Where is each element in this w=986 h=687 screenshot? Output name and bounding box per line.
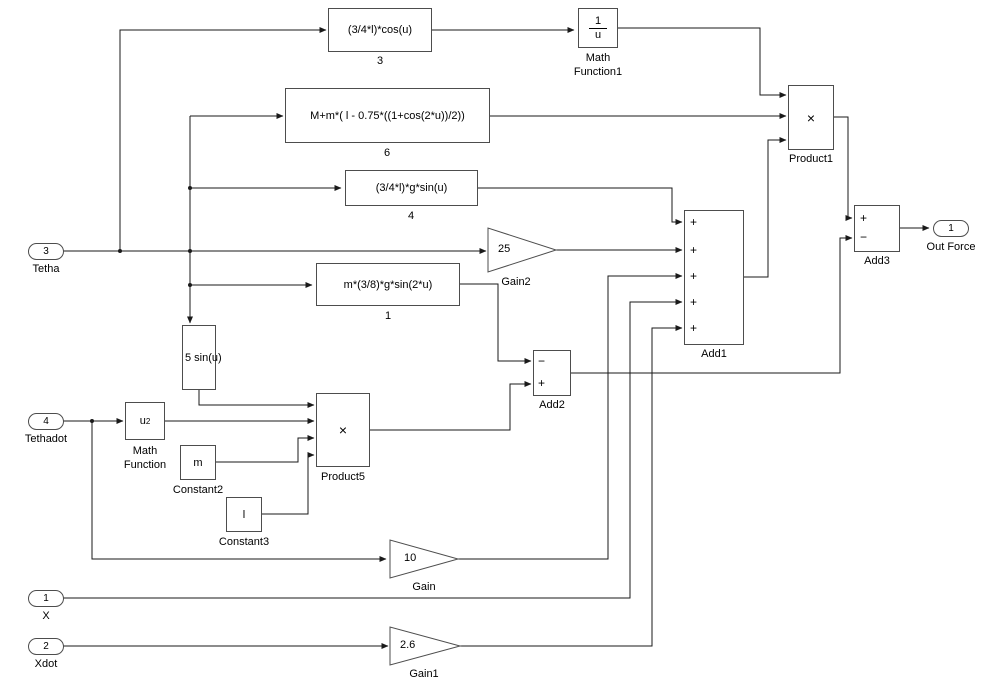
junction-dot: [118, 249, 122, 253]
gain1-triangle[interactable]: [389, 626, 462, 666]
add1-sign-4: +: [690, 295, 698, 309]
constant3-value: l: [242, 508, 246, 521]
inport-tethadot-number: 4: [43, 416, 49, 427]
junction-dots: [90, 186, 192, 423]
fraction-numerator: 1: [594, 14, 602, 27]
product5-name: Product5: [320, 471, 366, 483]
junction-dot: [188, 249, 192, 253]
wire: [119, 27, 327, 251]
inport-x[interactable]: 1: [28, 590, 64, 607]
fcn-block-3-text: (3/4*l)*cos(u): [347, 24, 413, 36]
gain2-triangle[interactable]: [487, 227, 558, 273]
inport-xdot-label: Xdot: [34, 658, 58, 670]
wire: [458, 273, 683, 560]
gain2-value: 25: [498, 243, 511, 255]
gain1-name: Gain1: [409, 668, 439, 680]
fcn-block-1-name: 1: [384, 310, 392, 322]
add1-sign-1: +: [690, 215, 698, 229]
constant3-block[interactable]: l: [226, 497, 262, 532]
inport-tetha[interactable]: 3: [28, 243, 64, 260]
add3-sign-2: −: [860, 230, 868, 244]
wire: [262, 452, 315, 515]
outport-out-force-label: Out Force: [926, 241, 976, 253]
square-exponent: 2: [145, 416, 151, 426]
wires[interactable]: [62, 27, 930, 649]
inport-tethadot-label: Tethadot: [24, 433, 68, 445]
add3-name: Add3: [864, 255, 890, 267]
fcn-block-4-name: 4: [407, 210, 415, 222]
add1-block[interactable]: + + + + +: [684, 210, 744, 345]
outport-out-force-number: 1: [948, 223, 954, 234]
inport-x-number: 1: [43, 593, 49, 604]
fcn-block-3[interactable]: (3/4*l)*cos(u): [328, 8, 432, 52]
gain2-name: Gain2: [501, 276, 531, 288]
add1-sign-2: +: [690, 243, 698, 257]
sin-fcn-block[interactable]: 5 sin(u): [182, 325, 222, 390]
wire: [571, 235, 853, 374]
product1-symbol: ×: [806, 109, 816, 126]
add2-sign-1: −: [538, 354, 546, 368]
fcn-block-1-text: m*(3/8)*g*sin(2*u): [343, 278, 433, 291]
math-function-name-line1: Math: [132, 445, 158, 457]
fraction-denominator: u: [588, 27, 608, 42]
wire: [198, 390, 315, 408]
fcn-block-6-name: 6: [383, 147, 391, 159]
wire: [834, 116, 853, 221]
wire: [478, 187, 683, 225]
wire: [370, 381, 532, 431]
inport-x-label: X: [42, 610, 50, 622]
wire: [618, 27, 787, 98]
gain-name: Gain: [412, 581, 436, 593]
add3-block[interactable]: + −: [854, 205, 900, 252]
product5-block[interactable]: ×: [316, 393, 370, 467]
junction-dot: [188, 186, 192, 190]
gain1-value: 2.6: [400, 639, 416, 651]
constant2-value: m: [193, 456, 203, 469]
junction-dot: [90, 419, 94, 423]
fcn-block-4-text: (3/4*l)*g*sin(u): [375, 182, 448, 194]
fcn-block-3-name: 3: [376, 55, 384, 67]
product1-block[interactable]: ×: [788, 85, 834, 150]
constant2-name: Constant2: [172, 484, 224, 496]
inport-tethadot[interactable]: 4: [28, 413, 64, 430]
fcn-block-1[interactable]: m*(3/8)*g*sin(2*u): [316, 263, 460, 306]
add2-block[interactable]: − +: [533, 350, 571, 396]
product5-symbol: ×: [338, 422, 348, 438]
reciprocal-fraction: 1 u: [588, 14, 608, 42]
wire: [62, 299, 683, 599]
constant3-name: Constant3: [218, 536, 270, 548]
outport-out-force[interactable]: 1: [933, 220, 969, 237]
fcn-block-6[interactable]: M+m*( l - 0.75*((1+cos(2*u))/2)): [285, 88, 490, 143]
inport-tetha-number: 3: [43, 246, 49, 257]
add1-sign-3: +: [690, 269, 698, 283]
wire: [91, 421, 387, 562]
gain-triangle[interactable]: [389, 539, 460, 579]
add1-name: Add1: [701, 348, 727, 360]
fcn-block-4[interactable]: (3/4*l)*g*sin(u): [345, 170, 478, 206]
add2-sign-2: +: [538, 376, 546, 390]
wire: [216, 435, 315, 463]
gain-value: 10: [404, 552, 417, 564]
fcn-block-6-text: M+m*( l - 0.75*((1+cos(2*u))/2)): [310, 109, 465, 122]
add1-sign-5: +: [690, 321, 698, 335]
inport-xdot-number: 2: [43, 641, 49, 652]
math-function1-name-line2: Function1: [573, 66, 623, 78]
math-function1-block[interactable]: 1 u: [578, 8, 618, 48]
add3-sign-1: +: [860, 211, 868, 225]
wire: [460, 325, 683, 647]
junction-dot: [188, 283, 192, 287]
wire: [460, 283, 532, 364]
math-function-name-line2: Function: [123, 459, 167, 471]
square-base: u: [139, 415, 146, 427]
product1-name: Product1: [788, 153, 834, 165]
wire: [744, 137, 787, 278]
constant2-block[interactable]: m: [180, 445, 216, 480]
math-function1-name-line1: Math: [585, 52, 611, 64]
inport-tetha-label: Tetha: [32, 263, 60, 275]
inport-xdot[interactable]: 2: [28, 638, 64, 655]
sin-fcn-block-text: 5 sin(u): [185, 351, 222, 364]
add2-name: Add2: [539, 399, 565, 411]
